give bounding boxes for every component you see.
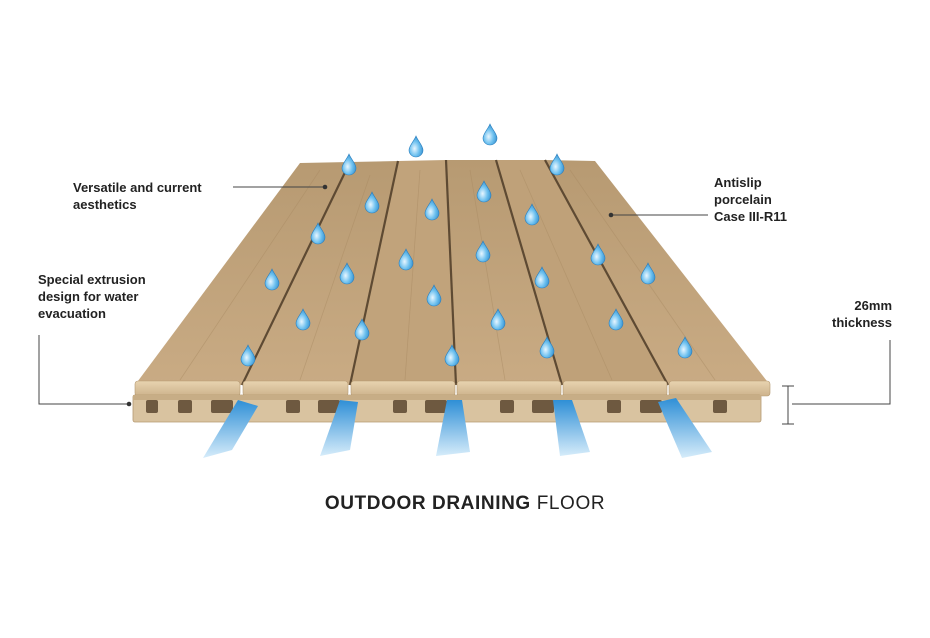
water-drop-icon [476, 180, 492, 203]
board-4 [446, 160, 562, 385]
water-drop-icon [310, 222, 326, 245]
label-thickness-line-2: thickness [832, 315, 892, 330]
title-bold: OUTDOOR DRAINING [324, 493, 531, 514]
water-drop-icon [295, 308, 311, 331]
water-drop-icon [444, 344, 460, 367]
water-drop-icon [240, 344, 256, 367]
water-drop-icon [534, 266, 550, 289]
label-antislip-line-1: Antislip [714, 175, 762, 190]
water-drop-icon [608, 308, 624, 331]
water-drop-icon [640, 262, 656, 285]
label-aesthetics: Versatile and current aesthetics [73, 179, 202, 213]
flow-arrow-2 [320, 400, 358, 456]
water-drop-icon [590, 243, 606, 266]
leader-extrusion [38, 335, 129, 405]
board-5 [496, 160, 668, 385]
extrusion-holes [146, 400, 727, 413]
flow-arrow-3 [436, 400, 470, 456]
board-6 [545, 160, 770, 385]
label-aesthetics-line-2: aesthetics [73, 197, 137, 212]
label-extrusion: Special extrusion design for water evacu… [38, 271, 146, 322]
flow-arrow-1 [203, 400, 258, 458]
label-thickness-line-1: 26mm [854, 298, 892, 313]
water-drop-icon [524, 203, 540, 226]
label-thickness: 26mm thickness [826, 297, 892, 331]
label-extrusion-line-3: evacuation [38, 306, 106, 321]
board-front-faces [134, 380, 771, 397]
label-extrusion-line-2: design for water [38, 289, 139, 304]
water-drop-icon [482, 123, 498, 146]
flow-arrow-4 [553, 400, 590, 456]
water-drop-icon [677, 336, 693, 359]
water-drop-icon [426, 284, 442, 307]
water-drop-icon [364, 191, 380, 214]
water-drop-icon [264, 268, 280, 291]
leader-aesthetics-dot [322, 184, 328, 190]
water-drop-icon [408, 135, 424, 158]
leader-extrusion-dot [126, 401, 132, 407]
label-antislip-line-3: Case III-R11 [714, 209, 787, 224]
water-drop-icon [549, 153, 565, 176]
water-flow-arrows [203, 398, 712, 458]
water-drop-icon [339, 262, 355, 285]
water-drop-icon [490, 308, 506, 331]
page-title: OUTDOOR DRAINING FLOOR [0, 493, 930, 515]
water-drop-icon [475, 240, 491, 263]
water-drop-icon [354, 318, 370, 341]
water-drops [240, 123, 693, 367]
water-drop-icon [424, 198, 440, 221]
water-drop-icon [539, 336, 555, 359]
flow-arrow-5 [658, 398, 712, 458]
label-antislip: Antislip porcelain Case III-R11 [714, 174, 787, 225]
leader-lines [38, 184, 891, 425]
label-antislip-line-2: porcelain [714, 192, 772, 207]
label-aesthetics-line-1: Versatile and current [73, 180, 202, 195]
title-light: FLOOR [536, 493, 606, 514]
leader-thickness [792, 340, 891, 405]
leader-antislip-dot [608, 212, 614, 218]
water-drop-icon [341, 153, 357, 176]
board-1 [135, 162, 350, 385]
water-drop-icon [398, 248, 414, 271]
label-extrusion-line-1: Special extrusion [38, 272, 146, 287]
